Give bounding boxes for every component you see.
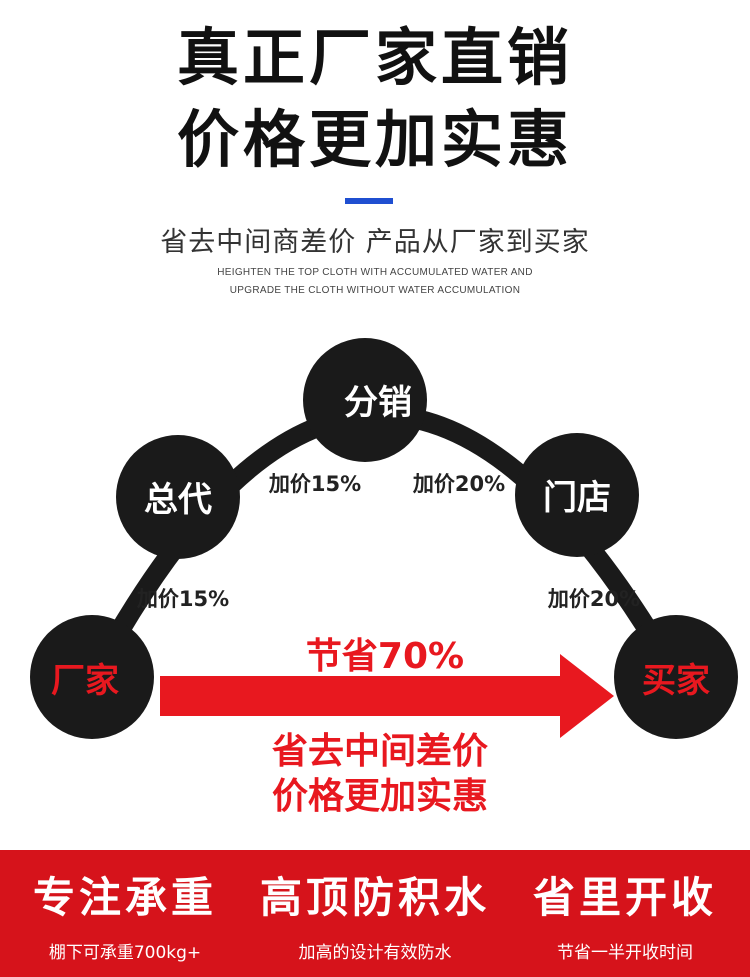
headline-line-2: 价格更加实惠 bbox=[176, 103, 573, 176]
features-band bbox=[0, 850, 750, 977]
savings-arrow bbox=[160, 654, 614, 738]
markup-agent-to-distributor: 加价15% bbox=[268, 472, 361, 496]
feature-quick-fold-sub: 节省一半开收时间 bbox=[557, 943, 693, 963]
subtitle: 省去中间商差价 产品从厂家到买家 bbox=[160, 227, 590, 258]
feature-high-top-sub: 加高的设计有效防水 bbox=[298, 943, 452, 963]
node-store bbox=[515, 433, 639, 557]
node-factory-label: 厂家 bbox=[51, 661, 119, 701]
slogan-line-1: 省去中间差价 bbox=[272, 731, 488, 772]
node-general-agent-label: 总代 bbox=[144, 480, 212, 520]
feature-high-top-title: 高顶防积水 bbox=[259, 873, 490, 922]
savings-label: 节省70% bbox=[306, 636, 464, 677]
feature-load-bearing: 专注承重 棚下可承重700kg+ bbox=[0, 868, 250, 963]
feature-load-bearing-title: 专注承重 bbox=[32, 873, 217, 922]
node-general-agent bbox=[116, 435, 240, 559]
english-caption-line-1: HEIGHTEN THE TOP CLOTH WITH ACCUMULATED … bbox=[217, 267, 533, 278]
english-caption-line-2: UPGRADE THE CLOTH WITHOUT WATER ACCUMULA… bbox=[229, 285, 521, 296]
markup-distributor-to-store: 加价20% bbox=[412, 472, 505, 496]
node-buyer bbox=[614, 615, 738, 739]
node-store-label: 门店 bbox=[543, 478, 611, 518]
headline-line-1: 真正厂家直销 bbox=[176, 21, 573, 94]
node-distributor bbox=[303, 338, 427, 462]
node-distributor-label: 分销 bbox=[344, 383, 412, 423]
markup-store-to-buyer: 加价20% bbox=[547, 587, 640, 611]
accent-bar bbox=[345, 198, 393, 204]
node-factory bbox=[30, 615, 154, 739]
feature-quick-fold-title: 省里开收 bbox=[532, 873, 717, 922]
feature-load-bearing-sub: 棚下可承重700kg+ bbox=[48, 943, 202, 963]
feature-quick-fold: 省里开收 节省一半开收时间 bbox=[500, 868, 750, 963]
node-buyer-label: 买家 bbox=[642, 661, 710, 701]
feature-high-top: 高顶防积水 加高的设计有效防水 bbox=[250, 868, 500, 963]
markup-factory-to-agent: 加价15% bbox=[136, 587, 229, 611]
slogan-line-2: 价格更加实惠 bbox=[272, 776, 488, 817]
